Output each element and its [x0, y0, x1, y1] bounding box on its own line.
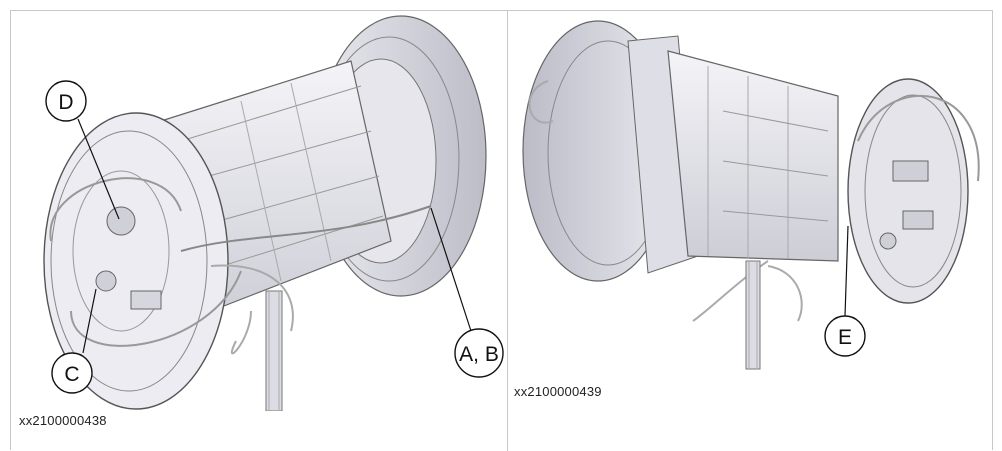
figure-table: D C A, B xx2100000438: [10, 10, 993, 451]
leader-line-e: [844, 225, 849, 317]
figure-cell-left: D C A, B xx2100000438: [11, 11, 508, 451]
callout-e: E: [824, 315, 866, 357]
callout-d: D: [45, 80, 87, 122]
leader-line-ab: [430, 207, 472, 332]
motor-illustration-right: E: [522, 20, 980, 370]
svg-text:C: C: [64, 363, 79, 386]
figure-id-label: xx2100000439: [514, 384, 602, 399]
svg-text:E: E: [838, 326, 852, 349]
leader-line-c: [82, 288, 97, 354]
callout-a-b: A, B: [454, 328, 504, 378]
leader-line-d: [77, 118, 120, 220]
svg-text:A, B: A, B: [459, 343, 499, 366]
svg-text:D: D: [58, 91, 73, 114]
figure-cell-right: E xx2100000439: [508, 11, 992, 451]
callout-c: C: [51, 352, 93, 394]
figure-id-label: xx2100000438: [19, 413, 107, 428]
motor-illustration-left: D C A, B: [43, 15, 504, 411]
